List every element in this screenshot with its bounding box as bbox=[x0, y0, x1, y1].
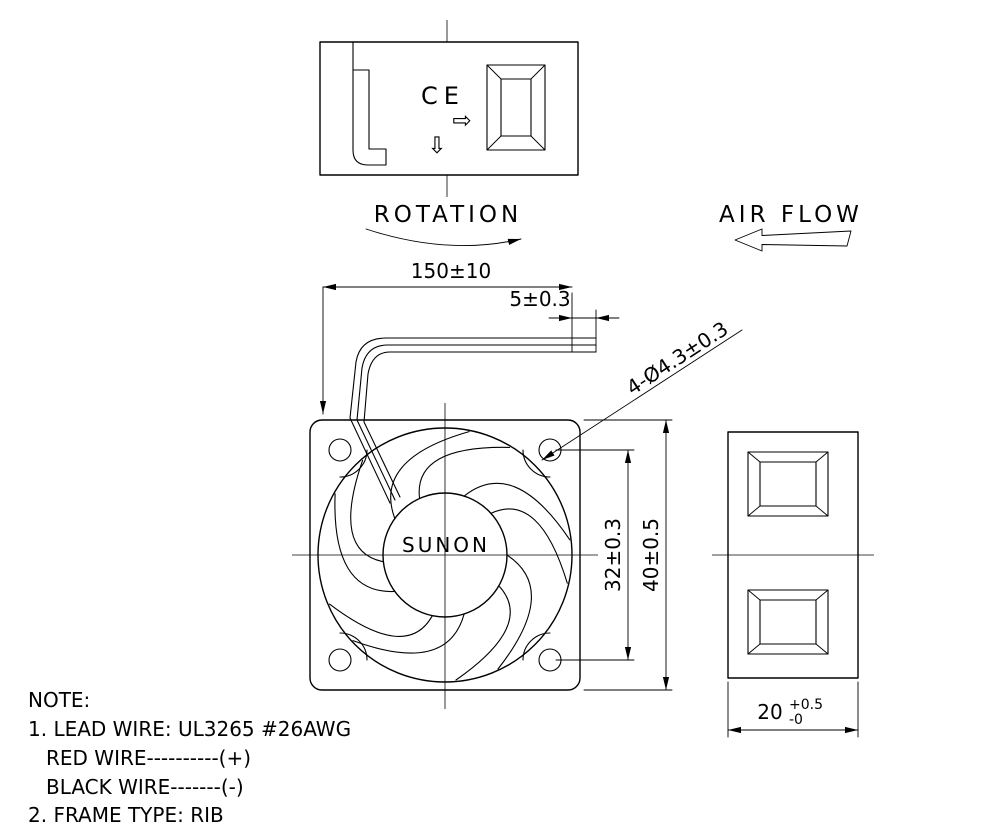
airflow-annotation: AIR FLOW bbox=[719, 202, 863, 252]
dimension-hole-pitch: 32±0.3 bbox=[555, 449, 635, 661]
fan-venturi-circle bbox=[317, 427, 573, 683]
note-line: BLACK WIRE-------(-) bbox=[46, 775, 244, 799]
rib-chamfer-line bbox=[486, 64, 502, 80]
rib-chamfer-line bbox=[747, 451, 761, 463]
dim-20-text: 20 bbox=[757, 700, 782, 724]
dimension-lead-wire-length: 150±10 bbox=[319, 259, 573, 415]
top-side-view: CE ⇨ ⇩ bbox=[319, 20, 579, 197]
note-line: 2. FRAME TYPE: RIB bbox=[28, 803, 224, 827]
side-view-rib-bottom bbox=[747, 589, 829, 655]
rib-chamfer-line bbox=[815, 643, 829, 655]
side-view-rib-top bbox=[747, 451, 829, 517]
mounting-hole bbox=[328, 438, 352, 462]
note-line: 1. LEAD WIRE: UL3265 #26AWG bbox=[28, 717, 351, 741]
rib-chamfer-line bbox=[747, 643, 761, 655]
dim-20-tolerance-minus: -0 bbox=[789, 712, 803, 728]
rib-inner bbox=[500, 78, 532, 137]
front-view: SUNON bbox=[292, 402, 598, 709]
airflow-direction-arrow-down-icon: ⇩ bbox=[427, 133, 446, 159]
lead-wire bbox=[356, 344, 597, 501]
rotation-direction-arrow-right-icon: ⇨ bbox=[452, 108, 471, 134]
corner-boss-arc bbox=[339, 632, 368, 661]
dim-holes-text: 4-Ø4.3±0.3 bbox=[622, 316, 732, 399]
rib-inner bbox=[759, 461, 817, 507]
side-view-outline bbox=[727, 431, 859, 679]
rib-inner bbox=[759, 599, 817, 645]
holes-leader-line bbox=[541, 329, 743, 461]
lead-wires bbox=[349, 337, 597, 504]
dim-20-tolerance-plus: +0.5 bbox=[789, 697, 823, 713]
rib-outer bbox=[747, 589, 829, 655]
brand-label: SUNON bbox=[402, 533, 490, 557]
top-view-rib-detail bbox=[486, 64, 546, 151]
fan-hub bbox=[382, 492, 508, 618]
rib-chamfer-line bbox=[815, 451, 829, 463]
rib-chamfer-line bbox=[747, 589, 761, 601]
notes-block: NOTE: 1. LEAD WIRE: UL3265 #26AWG RED WI… bbox=[28, 688, 351, 827]
rotation-annotation: ROTATION bbox=[365, 202, 522, 247]
rotation-arrow bbox=[365, 228, 522, 247]
dim-40-text: 40±0.5 bbox=[639, 518, 663, 592]
rib-outer bbox=[486, 64, 546, 151]
notes-title: NOTE: bbox=[28, 688, 90, 712]
corner-boss-arc bbox=[522, 632, 551, 661]
fan-frame bbox=[309, 419, 581, 691]
corner-bosses bbox=[339, 449, 551, 661]
top-view-outline bbox=[319, 41, 579, 176]
rib-chamfer-line bbox=[815, 589, 829, 601]
dim-32-text: 32±0.3 bbox=[601, 518, 625, 592]
air-flow-label: AIR FLOW bbox=[719, 202, 863, 228]
rib-chamfer-line bbox=[486, 135, 502, 151]
rotation-label: ROTATION bbox=[374, 202, 522, 228]
ce-mark: CE bbox=[421, 82, 465, 110]
dimension-strip-length: 5±0.3 bbox=[509, 287, 620, 353]
corner-boss-arc bbox=[522, 449, 551, 478]
rib-chamfer-line bbox=[530, 64, 546, 80]
note-line: RED WIRE----------(+) bbox=[46, 746, 251, 770]
air-flow-arrow bbox=[734, 228, 852, 252]
dim-150-text: 150±10 bbox=[411, 259, 491, 283]
rib-chamfer-line bbox=[815, 505, 829, 517]
corner-boss-arc bbox=[339, 449, 368, 478]
dimension-frame-width: 40±0.5 bbox=[583, 419, 673, 691]
rib-chamfer-line bbox=[530, 135, 546, 151]
dimension-frame-depth: 20 +0.5 -0 bbox=[727, 681, 859, 738]
rib-outer bbox=[747, 451, 829, 517]
lead-wire bbox=[349, 337, 597, 504]
right-side-view bbox=[712, 431, 874, 679]
mounting-hole bbox=[328, 648, 352, 672]
dim-5-text: 5±0.3 bbox=[509, 287, 570, 311]
lead-wire bbox=[363, 351, 597, 498]
top-view-frame-profile bbox=[352, 41, 387, 166]
rib-chamfer-line bbox=[747, 505, 761, 517]
